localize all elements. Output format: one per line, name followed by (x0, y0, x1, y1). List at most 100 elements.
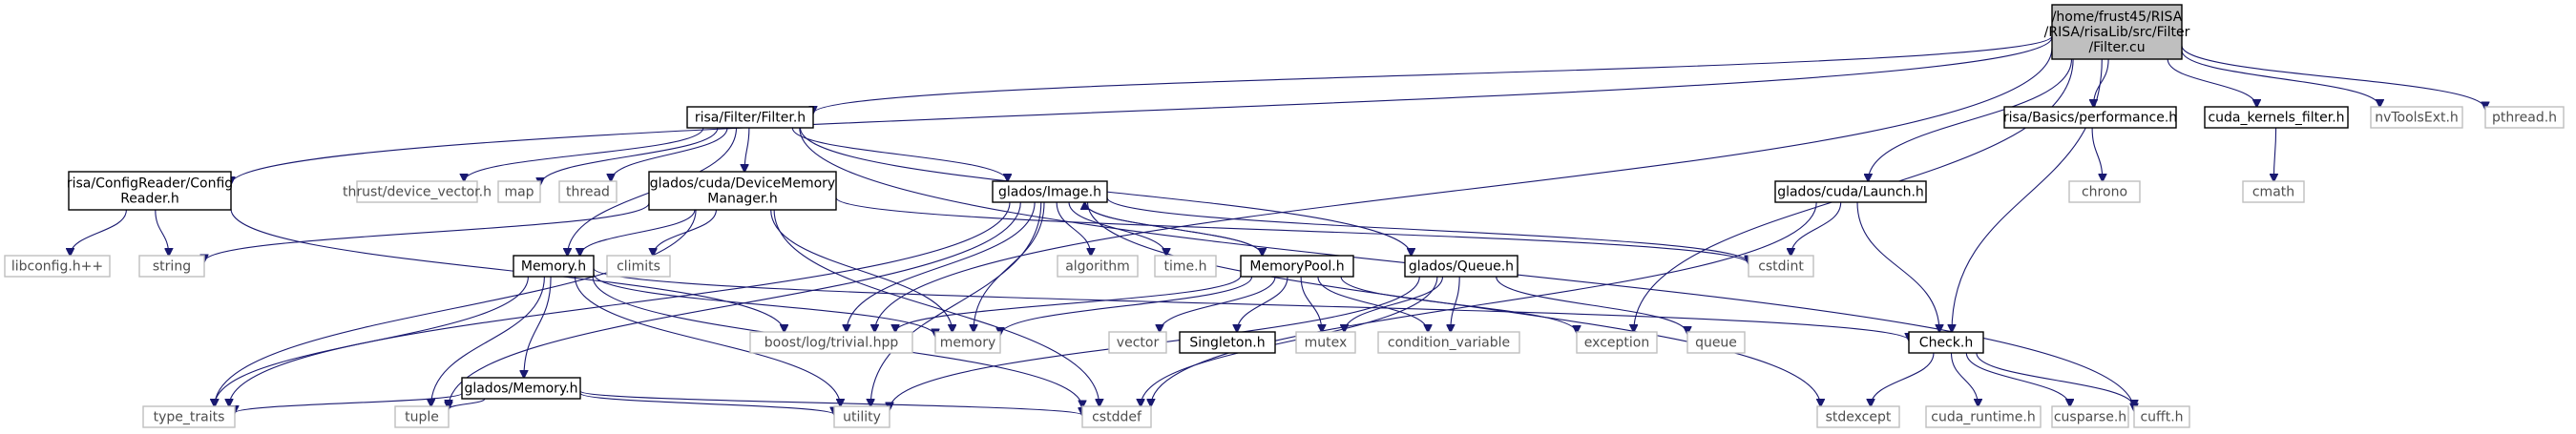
edge-glados_memory_h-to-tuple (449, 398, 486, 409)
edge-line (974, 201, 1045, 332)
edge-filter_cu-to-pthread_h (2181, 45, 2485, 110)
edge-line (1340, 276, 1577, 333)
node-algorithm: algorithm (1057, 255, 1139, 278)
node-label: time.h (1164, 259, 1207, 275)
edge-line (524, 276, 552, 378)
node-label: glados/cuda/DeviceMemory (650, 176, 835, 192)
node-config_reader_h[interactable]: risa/ConfigReader/ConfigReader.h (67, 171, 233, 211)
node-label: utility (843, 410, 881, 425)
edge-line (1451, 276, 1460, 332)
edge-line (1141, 276, 1438, 406)
edge-line (1160, 276, 1276, 332)
node-box (1404, 255, 1518, 278)
node-label: libconfig.h++ (11, 259, 103, 275)
node-cstdint: cstdint (1748, 255, 1814, 278)
edge-glados_memory_h-to-cstddef (579, 390, 1082, 415)
node-time_h: time.h (1154, 255, 1217, 278)
edge-line (1950, 352, 1979, 406)
edge-device_memory_manager_h-to-string (204, 202, 650, 262)
edge-filter_cu-to-performance_h (2093, 58, 2109, 107)
node-label: MemoryPool.h (1249, 259, 1344, 275)
node-box (2370, 106, 2463, 129)
edge-line (593, 267, 1909, 341)
edge-filter_cu-to-launch_h (1868, 58, 2073, 181)
node-box (138, 255, 205, 278)
edge-line (1791, 201, 1842, 256)
node-box (2051, 4, 2183, 60)
node-box (686, 106, 814, 129)
edge-glados_memory_h-to-type_traits (235, 392, 463, 413)
node-label: queue (1695, 336, 1737, 351)
node-label: glados/cuda/Launch.h (1777, 185, 1924, 200)
node-launch_h[interactable]: glados/cuda/Launch.h (1774, 180, 1927, 203)
edge-memory_h-to-glados_memory_h (524, 276, 552, 378)
node-box (558, 180, 618, 203)
node-box (2003, 106, 2177, 129)
node-memory_h[interactable]: Memory.h (513, 255, 595, 278)
node-box (1081, 405, 1152, 428)
edge-line (813, 35, 2053, 114)
edge-line (2091, 127, 2103, 181)
node-label: cuda_runtime.h (1931, 410, 2036, 425)
edge-filter_cu-to-cuda_kernels_filter_h (2167, 58, 2256, 107)
edge-queue_h-to-mutex (1345, 276, 1444, 332)
node-label: Check.h (1919, 336, 1973, 351)
node-performance_h[interactable]: risa/Basics/performance.h (2003, 106, 2177, 129)
node-box (934, 331, 1001, 354)
node-box (2068, 180, 2141, 203)
node-queue_h[interactable]: glados/Queue.h (1404, 255, 1518, 278)
node-memorypool_h[interactable]: MemoryPool.h (1240, 255, 1354, 278)
node-nvtoolsext_h: nvToolsExt.h (2370, 106, 2463, 129)
edge-filter_cu-to-filter_h (813, 35, 2053, 114)
edge-check_h-to-cuda_runtime_h (1950, 352, 1979, 406)
node-image_h[interactable]: glados/Image.h (992, 180, 1108, 203)
edge-line (2273, 127, 2275, 181)
node-label: memory (940, 336, 996, 351)
edge-line (1871, 352, 1935, 406)
node-label: Singleton.h (1189, 336, 1265, 351)
node-glados_memory_h[interactable]: glados/Memory.h (461, 377, 581, 400)
node-label: glados/Image.h (998, 185, 1101, 200)
edge-filter_h-to-thread (611, 127, 728, 181)
node-box (1154, 255, 1217, 278)
edge-memory_h-to-utility (574, 276, 841, 406)
node-tuple: tuple (394, 405, 450, 428)
node-cuda_kernels_filter_h[interactable]: cuda_kernels_filter.h (2204, 106, 2349, 129)
node-singleton_h[interactable]: Singleton.h (1179, 331, 1276, 354)
node-libconfig: libconfig.h++ (4, 255, 111, 278)
node-label: cuda_kernels_filter.h (2208, 111, 2344, 126)
node-label: Manager.h (707, 192, 777, 207)
node-filter_h[interactable]: risa/Filter/Filter.h (686, 106, 814, 129)
edge-line (231, 36, 2053, 184)
edge-memory_h-to-type_traits (215, 276, 529, 406)
edge-image_h-to-tuple (449, 201, 1021, 407)
edge-line (579, 390, 1082, 415)
edge-check_h-to-cufft_h (1976, 352, 2134, 407)
node-label: tuple (405, 410, 439, 425)
node-box (1179, 331, 1276, 354)
edge-line (215, 209, 697, 406)
node-box (1925, 405, 2042, 428)
node-filter_cu[interactable]: /home/frust45/RISA/RISA/risaLib/src/Filt… (2044, 4, 2190, 60)
edge-image_h-to-boost_log (847, 201, 1036, 332)
edge-line (1068, 201, 1166, 256)
edge-memorypool_h-to-exception (1340, 276, 1577, 333)
edge-memorypool_h-to-boost_log (895, 275, 1242, 332)
node-box (1816, 405, 1900, 428)
node-box (1377, 331, 1520, 354)
edge-image_h-to-time_h (1068, 201, 1166, 256)
edge-performance_h-to-chrono (2091, 127, 2103, 181)
node-box (1908, 331, 1984, 354)
node-label: map (504, 185, 534, 200)
edge-device_memory_manager_h-to-cstddef (773, 209, 1100, 406)
node-queue: queue (1686, 331, 1746, 354)
edge-line (574, 276, 841, 406)
edge-filter_cu-to-nvtoolsext_h (2181, 50, 2379, 107)
node-memory: memory (934, 331, 1001, 354)
node-box (394, 405, 450, 428)
node-check_h[interactable]: Check.h (1908, 331, 1984, 354)
edge-line (464, 127, 704, 181)
edge-image_h-to-utility (870, 201, 1042, 406)
edge-line (870, 201, 1042, 406)
